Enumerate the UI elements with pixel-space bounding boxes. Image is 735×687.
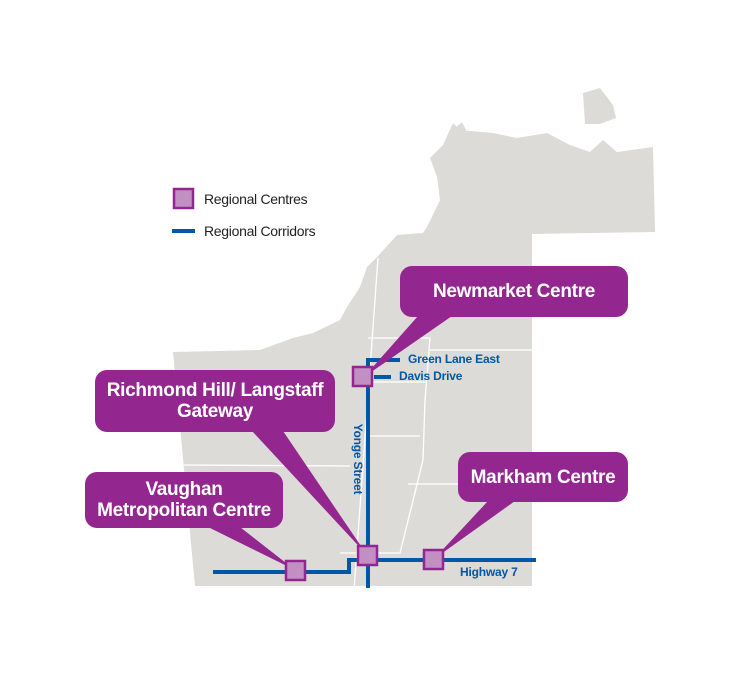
yonge-street-corridor — [366, 358, 400, 588]
legend-centre-icon — [172, 187, 195, 210]
richmond-hill-centre-marker[interactable] — [356, 544, 379, 567]
yonge-street-label: Yonge Street — [351, 423, 365, 495]
callout-markham-centre[interactable]: Markham Centre — [458, 452, 628, 502]
legend-centres-label: Regional Centres — [204, 191, 308, 207]
newmarket-centre-marker[interactable] — [351, 365, 374, 388]
callout-vaughan[interactable]: Vaughan Metropolitan Centre — [85, 472, 283, 528]
davis-drive-label: Davis Drive — [399, 369, 463, 383]
legend-symbols — [172, 187, 195, 233]
vaughan-centre-marker[interactable] — [284, 559, 307, 582]
highway-7-label: Highway 7 — [460, 565, 518, 579]
small-island — [455, 122, 466, 134]
markham-centre-marker[interactable] — [422, 548, 445, 571]
callout-pointers — [208, 316, 515, 570]
island — [583, 88, 616, 124]
legend-corridors-label: Regional Corridors — [204, 223, 316, 239]
callout-newmarket-centre[interactable]: Newmarket Centre — [400, 266, 628, 317]
green-lane-label: Green Lane East — [408, 352, 500, 366]
regional-centres — [284, 365, 445, 582]
callout-richmond-hill[interactable]: Richmond Hill/ Langstaff Gateway — [95, 370, 335, 432]
